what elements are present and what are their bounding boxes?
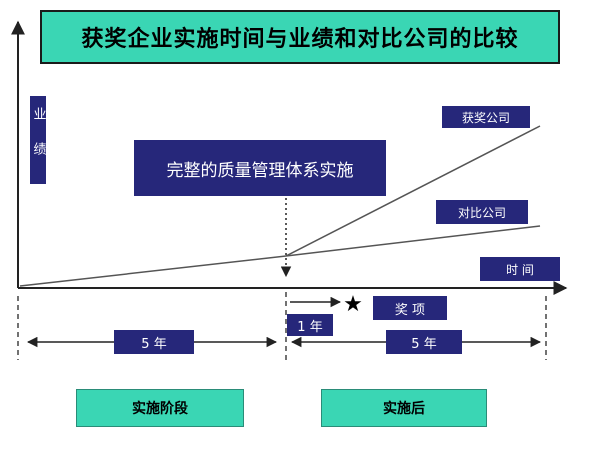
- award-gap-label: 1 年: [287, 314, 333, 336]
- award-star-icon: ★: [343, 292, 363, 317]
- y-axis-label: 业绩: [30, 96, 46, 184]
- legend-award-winner: 获奖公司: [442, 106, 530, 128]
- award-label: 奖 项: [373, 296, 447, 320]
- after-years-label: 5 年: [386, 330, 462, 354]
- phase-implementation: 实施阶段: [76, 389, 244, 427]
- page-title: 获奖企业实施时间与业绩和对比公司的比较: [40, 10, 560, 64]
- legend-comparison: 对比公司: [436, 200, 528, 224]
- comparison-line: [285, 225, 541, 257]
- before-years-label: 5 年: [114, 330, 194, 354]
- shared-trend-line: [19, 255, 287, 287]
- implementation-note: 完整的质量管理体系实施: [134, 140, 386, 196]
- phase-post-implementation: 实施后: [321, 389, 487, 427]
- x-axis-label: 时 间: [480, 257, 560, 281]
- award-winner-line: [285, 125, 541, 257]
